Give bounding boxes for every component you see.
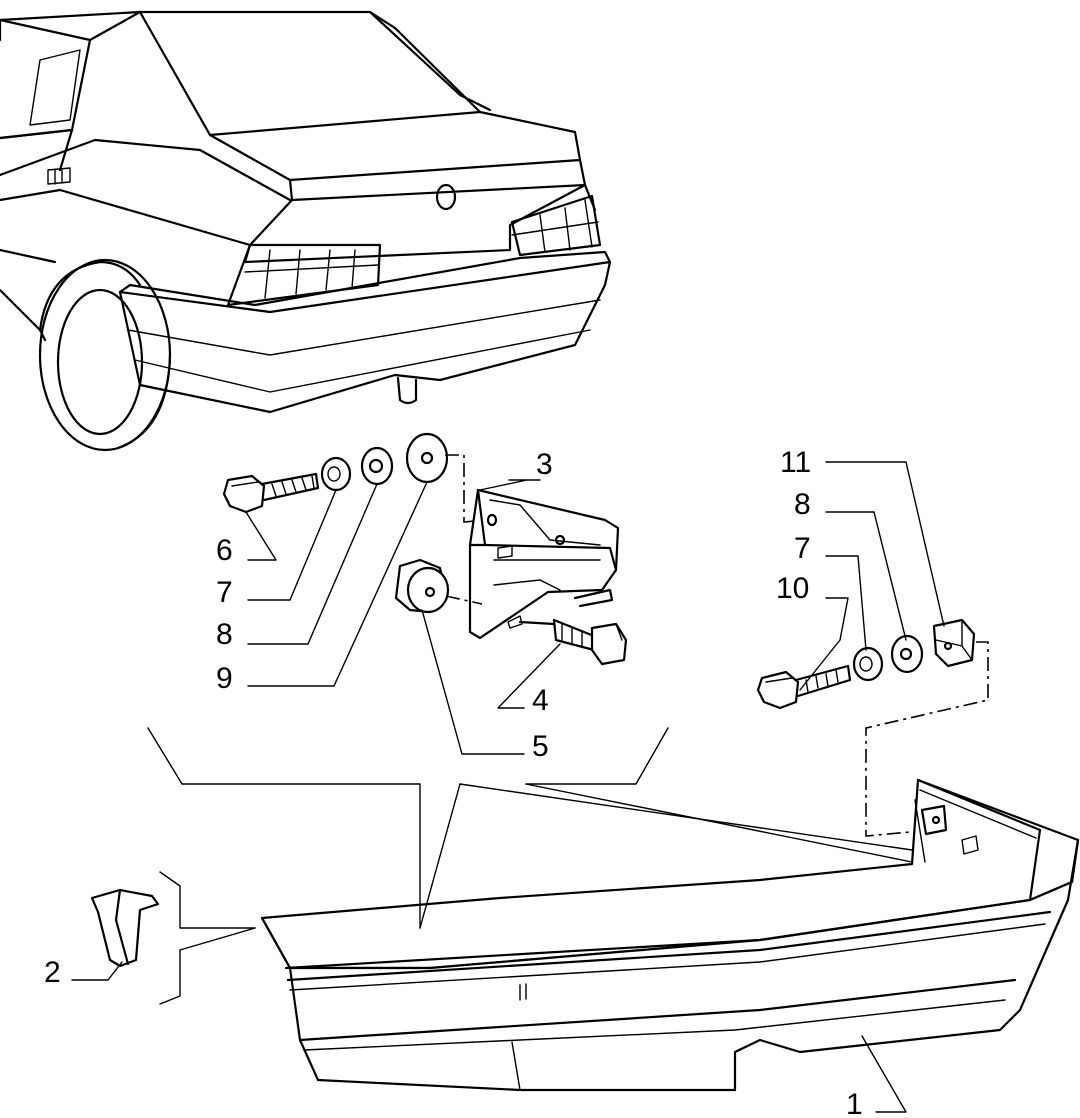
label-10: 10 <box>776 572 809 605</box>
leader-8a <box>247 483 378 645</box>
label-7a: 7 <box>216 576 233 609</box>
leader-5 <box>421 609 525 755</box>
leader-11 <box>825 461 945 627</box>
label-8a: 8 <box>216 618 233 651</box>
grommet-5 <box>394 558 450 614</box>
label-4: 4 <box>532 684 549 717</box>
leader-9 <box>247 481 428 687</box>
label-11: 11 <box>780 446 811 479</box>
washer-9 <box>405 432 449 484</box>
assembly-line-top <box>445 454 487 523</box>
leader-7a <box>247 489 337 601</box>
leader-7b <box>825 555 867 651</box>
label-1: 1 <box>846 1088 863 1118</box>
label-8b: 8 <box>794 488 811 521</box>
screw-10 <box>756 664 852 710</box>
assembly-line-right <box>865 641 989 837</box>
screw-4 <box>518 618 628 666</box>
leader-10 <box>799 597 849 691</box>
clip-nut-11 <box>932 618 976 668</box>
washer-7 <box>320 456 352 492</box>
label-9: 9 <box>216 662 233 695</box>
washer-7b <box>852 646 884 682</box>
washer-8 <box>360 446 394 486</box>
leader-lines <box>71 461 945 1113</box>
label-2: 2 <box>44 956 61 989</box>
washer-8b <box>890 634 924 674</box>
label-6: 6 <box>216 534 233 567</box>
leader-1 <box>861 1035 907 1113</box>
label-3: 3 <box>536 448 553 481</box>
car-rear-view <box>0 10 612 452</box>
leader-8b <box>825 511 907 641</box>
leader-3 <box>479 479 528 491</box>
leader-6 <box>245 511 277 561</box>
callout-labels: 3 6 7 8 9 4 5 11 8 7 10 2 1 <box>44 446 863 1118</box>
label-5: 5 <box>532 730 549 763</box>
screw-6 <box>222 472 320 514</box>
rear-bumper-1 <box>260 778 1080 1092</box>
label-7b: 7 <box>794 532 811 565</box>
leader-2 <box>71 961 123 981</box>
bracket-3 <box>468 488 620 640</box>
assembly-line-mid <box>445 595 483 605</box>
leader-4 <box>497 643 561 709</box>
insert-2 <box>90 888 160 968</box>
